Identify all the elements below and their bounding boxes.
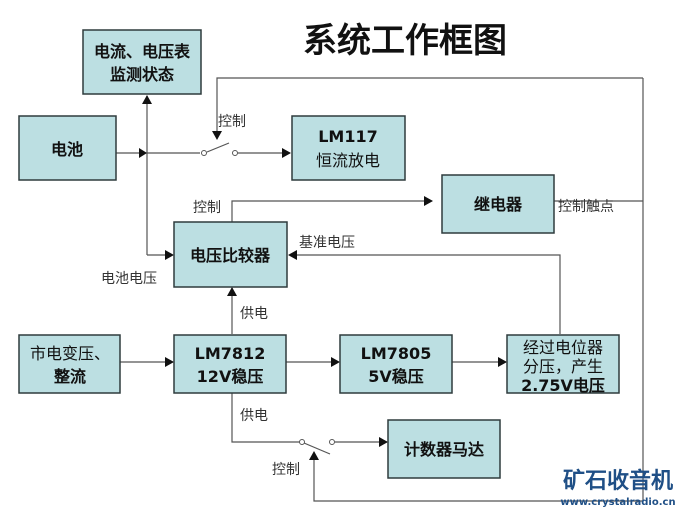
block-lm7805-line1: LM7805 xyxy=(361,344,432,363)
arrow-to-lm117 xyxy=(282,148,291,158)
watermark-url: www.crystalradio.cn xyxy=(560,497,675,508)
arrow-control-top-switch xyxy=(212,131,222,140)
block-meter: 电流、电压表 监测状态 xyxy=(82,29,202,95)
block-comparator: 电压比较器 xyxy=(173,221,288,288)
block-battery: 电池 xyxy=(18,115,117,181)
block-mains: 市电变压、 整流 xyxy=(18,334,121,394)
block-lm117: LM117 恒流放电 xyxy=(291,115,406,181)
arrow-to-meter xyxy=(142,95,152,104)
block-lm7812-line1: LM7812 xyxy=(195,344,266,363)
block-comparator-label: 电压比较器 xyxy=(190,246,271,265)
label-control-mid: 控制 xyxy=(193,200,221,216)
block-counter-label: 计数器马达 xyxy=(404,440,484,459)
switch-bottom-contact-right xyxy=(329,439,335,445)
wire-relay-control-top xyxy=(216,77,643,133)
arrow-battery-right xyxy=(139,148,147,158)
block-counter: 计数器马达 xyxy=(387,419,501,479)
switch-top-contact-right xyxy=(232,150,238,156)
block-lm7812: LM7812 12V稳压 xyxy=(173,334,287,394)
watermark-name: 矿石收音机 xyxy=(563,468,673,494)
block-meter-line1: 电流、电压表 xyxy=(94,42,191,61)
arrow-to-divider xyxy=(498,357,507,367)
block-divider-line1: 经过电位器 xyxy=(523,338,603,357)
label-control-top: 控制 xyxy=(218,114,246,130)
watermark: 矿石收音机 www.crystalradio.cn xyxy=(560,468,675,508)
block-meter-line2: 监测状态 xyxy=(110,65,174,84)
wire-comparator-to-relay xyxy=(231,200,432,222)
label-battery-voltage: 电池电压 xyxy=(101,271,157,287)
block-mains-line1: 市电变压、 xyxy=(30,344,110,363)
block-lm7812-line2: 12V稳压 xyxy=(197,367,264,386)
label-control-bottom: 控制 xyxy=(272,462,300,478)
block-lm117-line2: 恒流放电 xyxy=(316,151,380,170)
block-lm117-line1: LM117 xyxy=(318,127,378,146)
label-control-contact: 控制触点 xyxy=(558,199,614,215)
block-lm7805: LM7805 5V稳压 xyxy=(339,334,453,394)
block-battery-label: 电池 xyxy=(51,140,83,159)
switch-bottom-contact-left xyxy=(299,439,305,445)
label-power-lower: 供电 xyxy=(240,408,268,424)
block-divider-line2: 分压，产生 xyxy=(523,357,603,376)
block-mains-line2: 整流 xyxy=(53,367,86,386)
label-reference-voltage: 基准电压 xyxy=(299,234,355,251)
arrow-to-counter xyxy=(379,437,388,447)
switch-bottom-blade xyxy=(303,442,331,455)
arrow-to-lm7812 xyxy=(165,357,174,367)
block-divider-line3: 2.75V电压 xyxy=(521,376,605,395)
wire-power-counter xyxy=(231,393,300,443)
arrow-reference-to-comparator xyxy=(288,250,297,260)
block-divider: 经过电位器 分压，产生 2.75V电压 xyxy=(506,334,620,395)
switch-top-blade xyxy=(206,142,230,153)
arrow-to-lm7805 xyxy=(331,357,340,367)
block-relay-label: 继电器 xyxy=(474,195,523,214)
wire-reference-voltage xyxy=(290,254,561,334)
arrow-power-up xyxy=(227,287,237,296)
arrow-to-comparator xyxy=(165,250,174,260)
arrow-control-bottom-switch xyxy=(309,451,319,460)
arrow-to-relay xyxy=(424,196,433,206)
switch-top-contact-left xyxy=(201,150,207,156)
wire-control-bottom xyxy=(313,455,643,502)
diagram-title: 系统工作框图 xyxy=(303,21,507,61)
label-power-upper: 供电 xyxy=(240,306,268,322)
block-relay: 继电器 xyxy=(441,174,555,234)
block-lm7805-line2: 5V稳压 xyxy=(368,367,424,386)
